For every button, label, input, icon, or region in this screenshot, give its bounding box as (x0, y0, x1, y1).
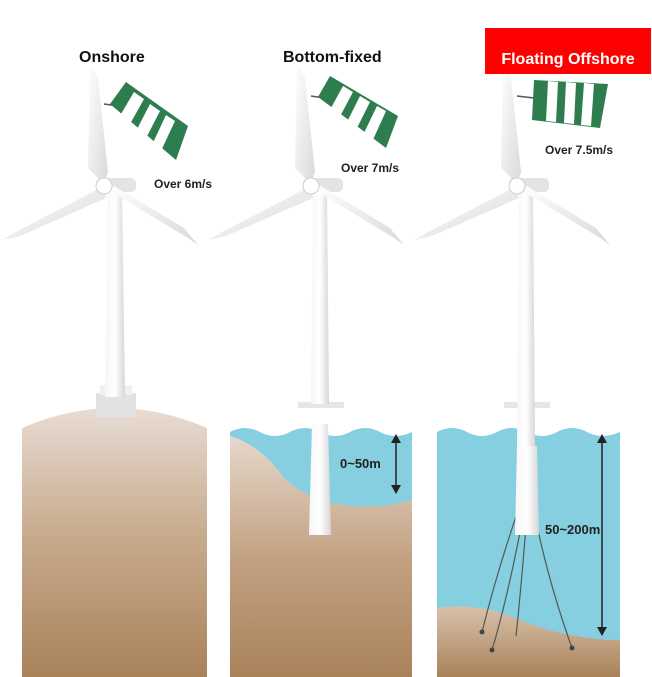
depth-arrow-icon (391, 434, 401, 494)
floating-depth: 50~200m (545, 522, 601, 537)
windsock-icon (516, 80, 608, 128)
onshore-wind-speed: Over 6m/s (154, 177, 213, 191)
floating-offshore-title: Floating Offshore (485, 28, 651, 74)
wind-turbine-icon (414, 62, 610, 535)
bottom-fixed-depth: 0~50m (340, 456, 381, 471)
floating-offshore-scene (414, 62, 620, 677)
onshore-title: Onshore (79, 49, 145, 66)
wind-turbine-icon (208, 62, 404, 535)
floating-wind-speed: Over 7.5m/s (545, 143, 614, 157)
floating-seabed (437, 606, 620, 677)
bottom-fixed-seabed (230, 436, 412, 677)
windsock-icon (310, 76, 398, 148)
bottom-fixed-wind-speed: Over 7m/s (341, 161, 400, 175)
bottom-fixed-title: Bottom-fixed (283, 49, 382, 66)
depth-arrow-icon (597, 434, 607, 636)
wind-turbine-icon (2, 62, 198, 417)
bottom-fixed-scene (208, 62, 412, 677)
onshore-ground (22, 408, 207, 677)
windsock-icon (103, 82, 188, 160)
onshore-scene (2, 62, 207, 677)
